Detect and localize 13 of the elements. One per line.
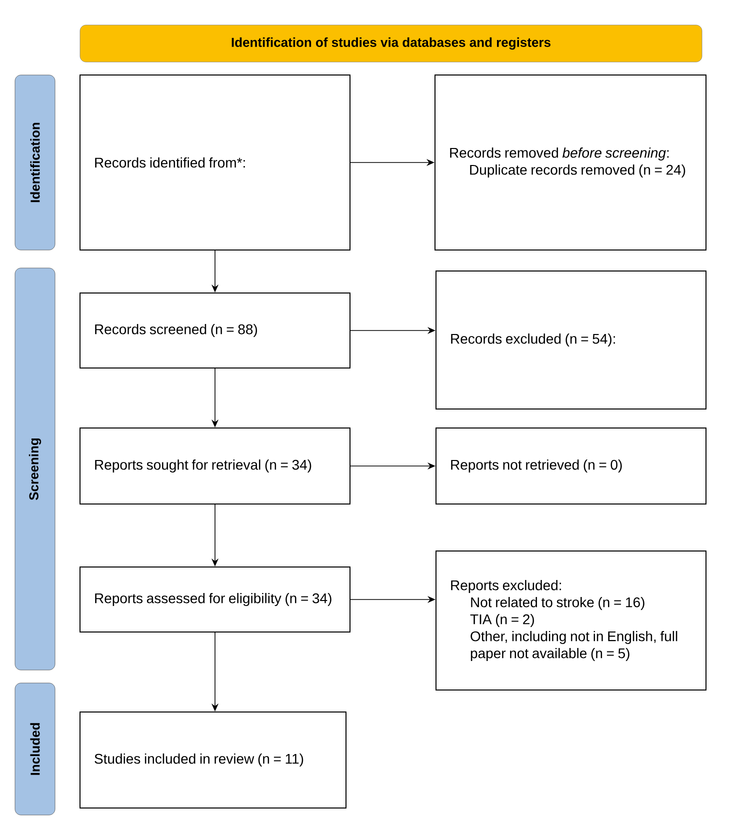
phase-label-band: Screening [14,268,56,670]
process-box: Records excluded (n = 54): [436,270,706,410]
section-header-band: Identification of studies via databases and registers [80,24,702,62]
process-box: Studies included in review (n = 11) [80,712,346,808]
process-box: Reports excluded: Not related to stroke (n = 16) TIA (n = 2) Other, including not in English, full paper not available (n = 5) [436,550,706,690]
phase-label-band: Included [14,682,56,816]
process-box: Records removed before screening: Duplicate records removed (n = 24) [434,74,706,250]
process-box: Records identified from*: [80,74,350,250]
process-box: Reports not retrieved (n = 0) [436,428,706,504]
process-box: Reports sought for retrieval (n = 34) [80,428,350,504]
phase-label-band: Identification [14,74,56,250]
process-box: Reports assessed for eligibility (n = 34) [80,566,350,632]
process-box: Records screened (n = 88) [80,292,350,368]
